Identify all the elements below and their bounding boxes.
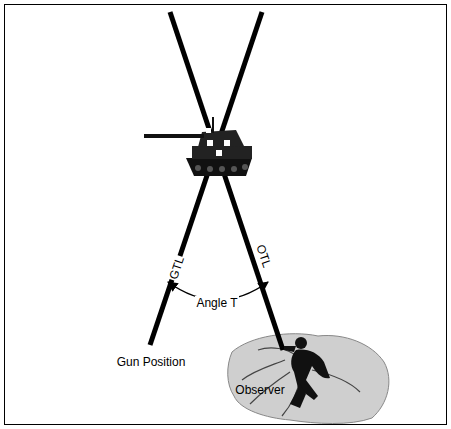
position-label: Gun Position — [116, 355, 187, 369]
otl-line — [170, 12, 283, 350]
position-label: Observer — [234, 383, 285, 397]
observer-ground — [228, 334, 389, 424]
tank — [144, 117, 252, 176]
roots — [242, 348, 360, 416]
observer-figure — [284, 337, 330, 408]
frame — [5, 5, 447, 425]
angle-label: Angle T — [195, 296, 238, 310]
line-label: GTL — [166, 254, 187, 282]
